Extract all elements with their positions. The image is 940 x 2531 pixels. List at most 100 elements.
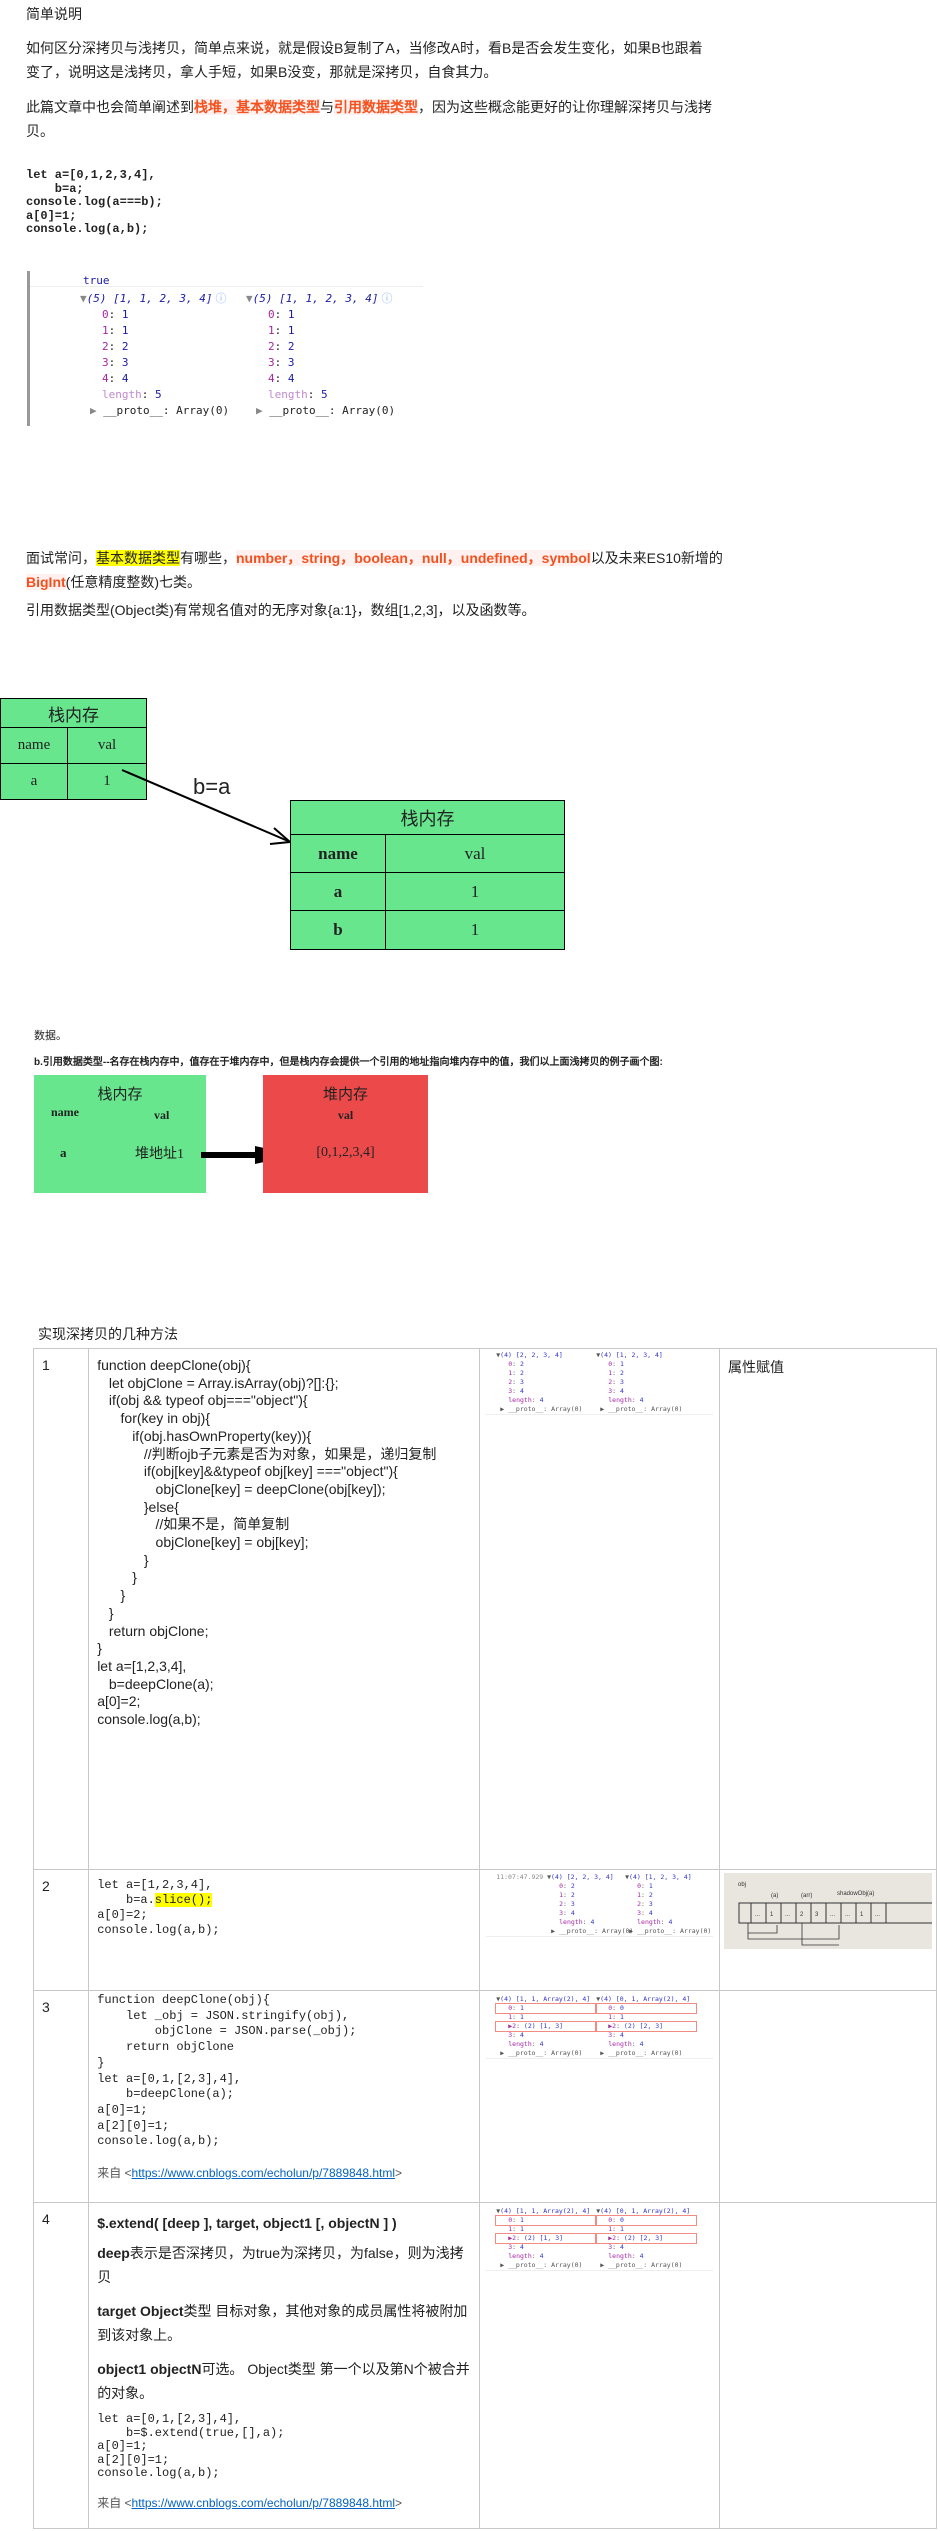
item-key: ▶2 (508, 2234, 517, 2242)
code-line: console.log(a,b); (26, 222, 149, 236)
intro-paragraph-2: 此篇文章中也会简单阐述到栈堆，基本数据类型与引用数据类型，因为这些概念能更好的让… (26, 95, 716, 143)
source-link[interactable]: https://www.cnblogs.com/echolun/p/788984… (131, 2166, 396, 2181)
sep: : (108, 356, 122, 369)
array-item: 0: 0 (595, 2003, 698, 2014)
sep: : (641, 1909, 649, 1917)
array-header: ▼(4) [1, 2, 3, 4] (625, 1873, 703, 1882)
array-item: 1: 2 (596, 1369, 696, 1378)
source-link[interactable]: https://www.cnblogs.com/echolun/p/788984… (131, 2495, 396, 2510)
code-jquery-extend: let a=[0,1,[2,3],4], b=$.extend(true,[],… (97, 2412, 285, 2480)
param-desc: 表示是否深拷贝，为true为深拷贝，为false，则为浅拷贝 (97, 2245, 464, 2285)
row-number: 3 (32, 1990, 90, 2203)
item-key: 1 (508, 2013, 513, 2021)
section-title: 实现深拷贝的几种方法 (38, 1326, 178, 1342)
sketch-cell (765, 1902, 782, 1924)
item-value: 2 (520, 1360, 524, 1368)
sep: : (274, 340, 288, 353)
proto-label: ▶ __proto__: Array(0) (500, 1405, 583, 1413)
array-length: length: 4 (625, 1918, 703, 1927)
code-line: console.log(a,b); (97, 1711, 201, 1728)
array-header: ▼(4) [0, 1, Array(2), 4] (596, 2207, 696, 2216)
heap-value: [0,1,2,3,4] (316, 1145, 375, 1160)
item-value: 4 (570, 1909, 575, 1917)
item-key: 1 (508, 2225, 513, 2233)
array-summary: (4) [0, 1, Array(2), 4] (600, 2207, 691, 2215)
type-list: number，string，boolean，null，undefined，sym… (236, 550, 591, 566)
array-header: ▼(4) [2, 2, 3, 4] (547, 1873, 625, 1882)
info-icon: ⓘ (215, 292, 227, 305)
array-length: length: 5 (80, 387, 246, 403)
proto-label: ▶ __proto__: Array(0) (629, 1927, 712, 1935)
val-a: 1 (385, 872, 565, 911)
array-length: length: 4 (596, 2252, 696, 2261)
item-value: (2) [2, 3] (623, 2022, 664, 2030)
array-item: 2: 3 (596, 1378, 696, 1387)
sketch-label: (arr) (801, 1893, 812, 1899)
array-item: 2: 2 (80, 339, 246, 355)
item-key: 0 (508, 2004, 513, 2012)
item-key: 2 (268, 340, 275, 353)
array-item: 1: 2 (625, 1891, 703, 1900)
array-item: 1: 1 (246, 323, 412, 339)
length-value: 5 (321, 388, 328, 401)
proto-label: __proto__: Array(0) (103, 404, 230, 417)
expand-icon: ▼ (596, 1995, 601, 2003)
text: ，因为这些概念能更好的让你理解深拷贝与浅拷贝。 (26, 99, 712, 139)
val-header: val (67, 727, 147, 764)
expand-icon: ▼ (496, 2207, 501, 2215)
array-item: ▶2: (2) [2, 3] (595, 2021, 698, 2032)
array-item: 1: 1 (80, 323, 246, 339)
array-proto: ▶ __proto__: Array(0) (596, 2261, 696, 2270)
heap-title: 堆内存 (322, 1087, 368, 1103)
timestamp: 11:07:47.929 (496, 1873, 548, 1881)
code-line: if(obj[key]&&typeof obj[key] ==="object"… (97, 1463, 398, 1480)
expand-icon: ▼ (80, 292, 87, 305)
sep: : (307, 388, 321, 401)
item-key: 0 (637, 1882, 642, 1890)
array-item: 0: 2 (547, 1882, 625, 1891)
item-key: 1 (608, 2225, 613, 2233)
sep: : (631, 2252, 640, 2260)
item-value: 4 (287, 372, 295, 385)
ref-types-paragraph: 引用数据类型(Object类)有常规名值对的无序对象{a:1}，数组[1,2,3… (26, 602, 536, 618)
length-key: length (637, 1918, 661, 1926)
sketch-cell (738, 1902, 752, 1924)
sep: : (563, 1909, 571, 1917)
code-slice: let a=[1,2,3,4], b=a.slice(); a[0]=2; co… (97, 1878, 471, 1938)
item-key: 4 (102, 372, 109, 385)
array-summary: (4) [1, 1, Array(2), 4] (500, 1995, 591, 2003)
array-proto: ▶ __proto__: Array(0) (596, 2049, 696, 2058)
text: > (395, 2495, 403, 2510)
array-item: 2: 2 (246, 339, 412, 355)
length-key: length (608, 1396, 632, 1404)
sep: : (512, 2013, 520, 2021)
item-value: 4 (620, 2243, 624, 2251)
val-a: 1 (67, 763, 147, 800)
length-value: 4 (639, 1396, 644, 1404)
item-key: ▶2 (608, 2234, 617, 2242)
item-value: 1 (287, 308, 295, 321)
item-value: 0 (620, 2216, 624, 2224)
sep: : (641, 1900, 649, 1908)
array-item: 2: 3 (547, 1900, 625, 1909)
item-key: 0 (608, 2004, 613, 2012)
sep: : (612, 2004, 620, 2012)
stack-title: 栈内存 (290, 800, 565, 835)
array-length: length: 4 (496, 1396, 596, 1405)
sketch-cell-label: 2 (800, 1912, 804, 1918)
sep: : (563, 1882, 571, 1890)
sep: : (512, 2225, 520, 2233)
sketch-label: obj (738, 1882, 746, 1888)
text: 来自 < (97, 2495, 132, 2510)
item-key: 0 (508, 2216, 513, 2224)
code-line: for(key in obj){ (97, 1410, 211, 1427)
item-key: 2 (608, 1378, 613, 1386)
array-item: 3: 4 (496, 2243, 596, 2252)
code-line: b=deepClone(a); (97, 1675, 214, 1692)
